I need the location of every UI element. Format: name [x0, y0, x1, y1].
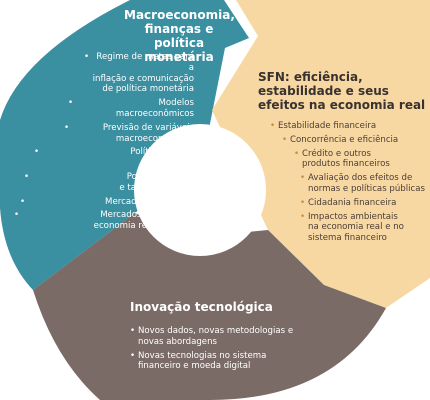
title-line: Macroeconomia,: [124, 8, 235, 22]
segment-sfn-title: SFN: eficiência, estabilidade e seus efe…: [258, 70, 428, 112]
list-item: Regime de metas para a inflação e comuni…: [84, 52, 194, 95]
list-item: Modelos macroeconômicos: [68, 98, 194, 120]
list-item: Estabilidade financeira: [270, 121, 430, 132]
list-item: Crédito e outros produtos financeiros: [294, 149, 430, 171]
list-item: Avaliação dos efeitos de normas e políti…: [300, 173, 430, 195]
list-item: Novos dados, novas metodologias e novas …: [130, 326, 330, 348]
title-line: SFN: eficiência,: [258, 70, 363, 84]
segment-macroeconomia-list: Regime de metas para a inflação e comuni…: [14, 52, 194, 235]
title-line: estabilidade e seus: [258, 84, 389, 98]
title-line: efeitos na economia real: [258, 98, 426, 112]
list-item: Concorrência e eficiência: [282, 135, 430, 146]
list-item: Mercados financeiros, economia real e pr…: [14, 210, 194, 232]
title-line: finanças e política: [144, 22, 214, 50]
list-item: Política cambial e taxa de câmbio: [24, 172, 194, 194]
segment-inovacao-title: Inovação tecnológica: [130, 300, 330, 314]
list-item: Previsão de variáveis macroeconômicas: [64, 123, 194, 145]
segment-inovacao-list: Novos dados, novas metodologias e novas …: [130, 326, 330, 375]
title-line: Inovação tecnológica: [130, 300, 273, 314]
segment-sfn-list: Estabilidade financeira Concorrência e e…: [270, 121, 430, 247]
list-item: Política fiscal e seus efeitos: [34, 147, 194, 169]
list-item: Novas tecnologias no sistema financeiro …: [130, 351, 330, 373]
list-item: Cidadania financeira: [300, 198, 430, 209]
list-item: Impactos ambientais na economia real e n…: [300, 212, 430, 244]
list-item: Mercado de trabalho: [20, 197, 194, 208]
